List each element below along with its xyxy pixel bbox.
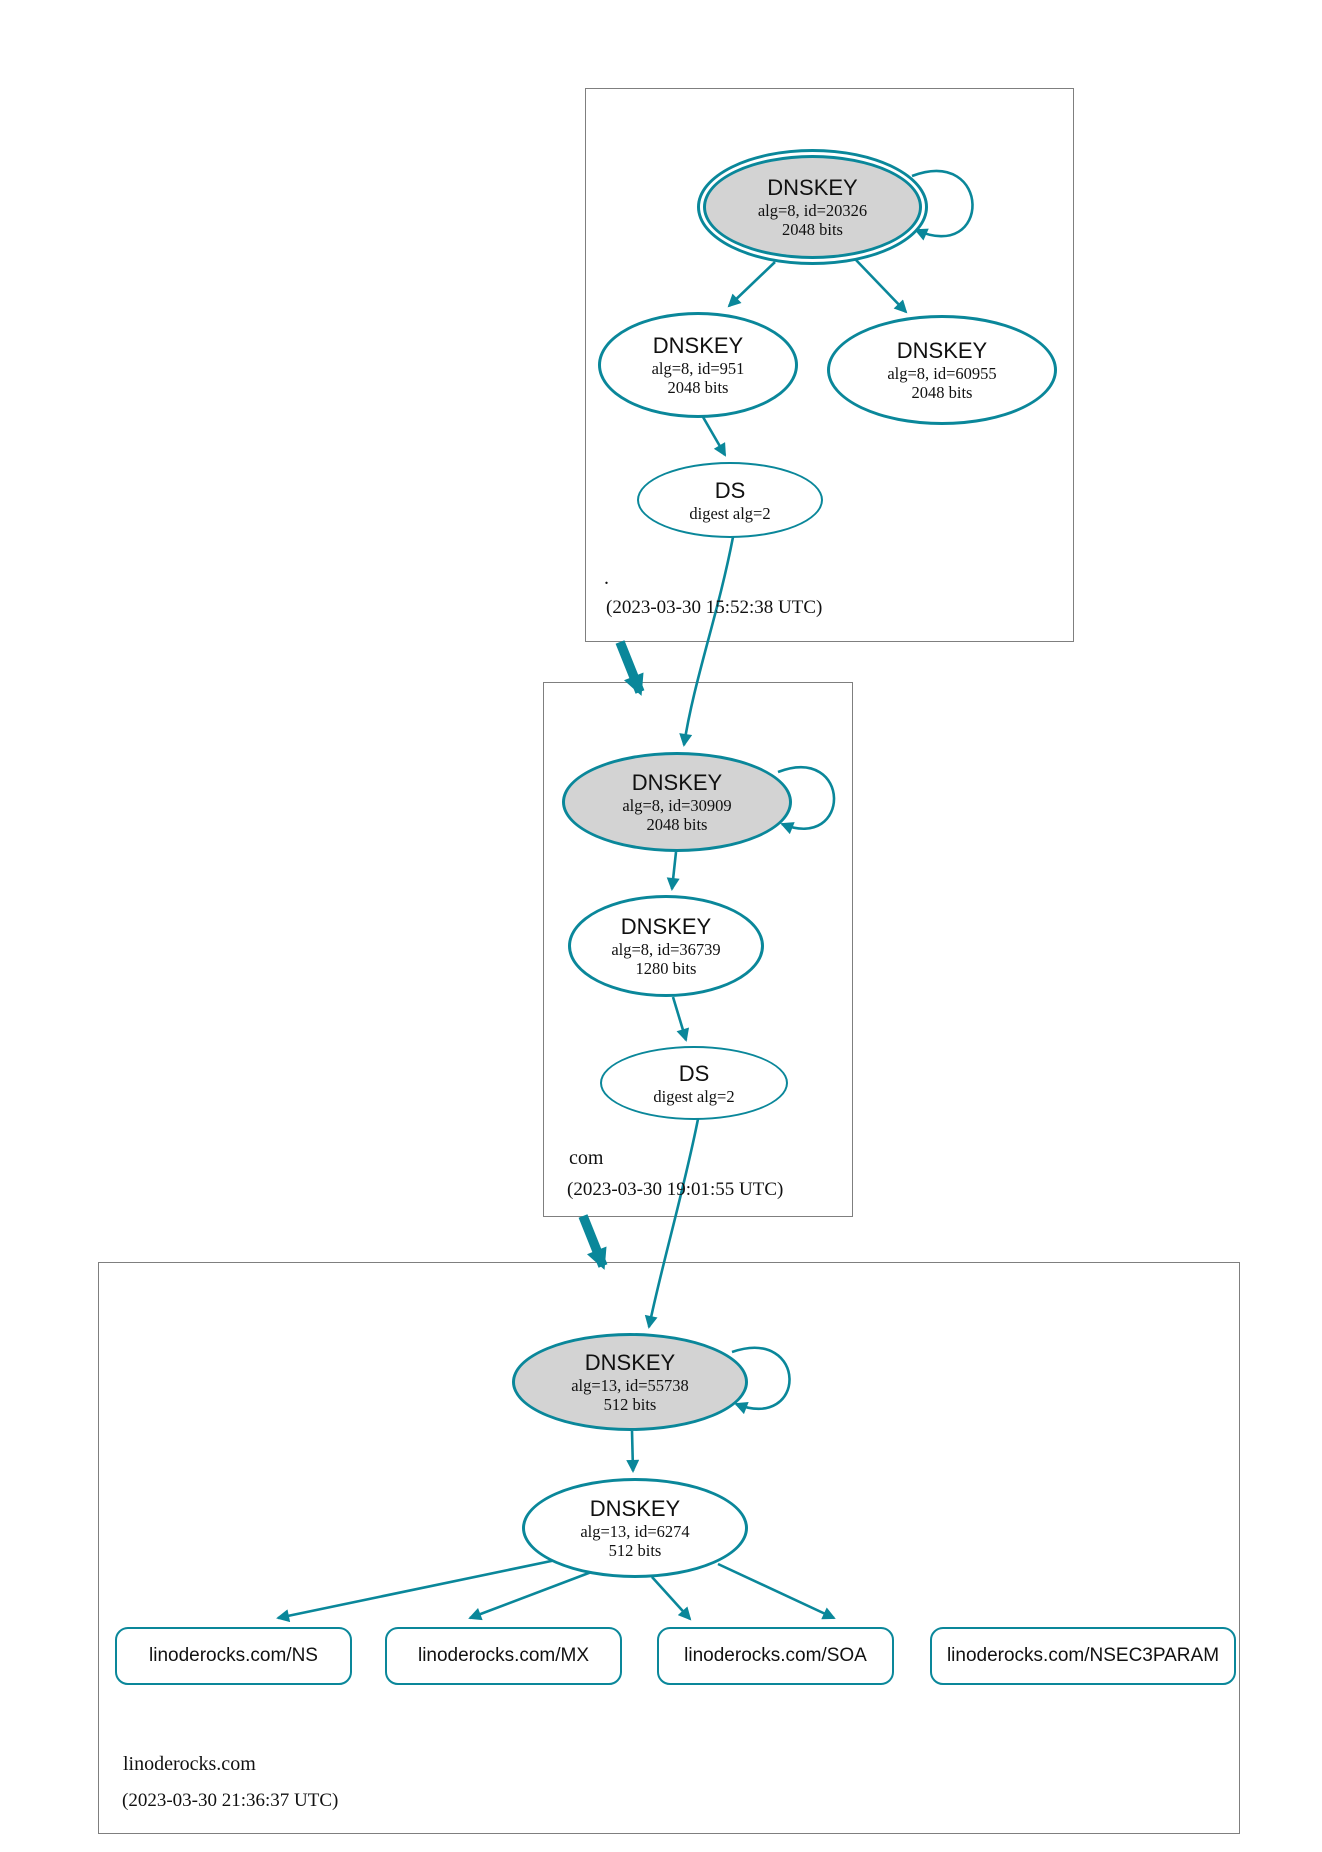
node-alg-id: alg=8, id=36739 xyxy=(611,940,721,959)
zone-transfer-arrow-com-lino xyxy=(578,1214,608,1270)
rrset-linoderocks-soa[interactable]: linoderocks.com/SOA xyxy=(657,1627,894,1685)
ds-node-com[interactable]: DS digest alg=2 xyxy=(600,1046,788,1120)
rrset-label: linoderocks.com/NSEC3PARAM xyxy=(946,1645,1220,1666)
edge-lino-zsk-soa xyxy=(651,1576,692,1621)
node-type-label: DNSKEY xyxy=(896,338,988,363)
rrset-label: linoderocks.com/SOA xyxy=(684,1645,867,1666)
zone-label-com: com xyxy=(569,1147,604,1169)
edge-com-zsk-ds xyxy=(671,996,690,1042)
edge-com-ksk-zsk xyxy=(666,851,680,891)
rrset-linoderocks-ns[interactable]: linoderocks.com/NS xyxy=(115,1627,352,1685)
node-alg-id: alg=8, id=60955 xyxy=(887,364,997,383)
zone-transfer-arrow-root-com xyxy=(615,640,645,696)
node-alg-id: alg=8, id=951 xyxy=(651,359,745,378)
node-bits: 2048 bits xyxy=(782,220,843,239)
dnskey-node-com-ksk[interactable]: DNSKEY alg=8, id=30909 2048 bits xyxy=(562,752,792,852)
zone-timestamp-com: (2023-03-30 19:01:55 UTC) xyxy=(567,1179,784,1200)
zone-box-linoderocks xyxy=(98,1262,1240,1834)
ds-node-root[interactable]: DS digest alg=2 xyxy=(637,462,823,538)
edge-lino-zsk-nsec3param xyxy=(717,1562,836,1620)
edge-root-ds-com-ksk xyxy=(679,536,735,747)
node-type-label: DNSKEY xyxy=(767,175,858,200)
node-alg-id: alg=8, id=30909 xyxy=(622,796,732,815)
rrset-linoderocks-mx[interactable]: linoderocks.com/MX xyxy=(385,1627,622,1685)
node-type-label: DS xyxy=(714,477,746,503)
zone-label-root: . xyxy=(604,567,609,589)
node-bits: 2048 bits xyxy=(911,383,973,402)
dnskey-node-lino-ksk[interactable]: DNSKEY alg=13, id=55738 512 bits xyxy=(512,1333,748,1431)
node-type-label: DS xyxy=(678,1060,710,1086)
dnskey-node-root-ksk[interactable]: DNSKEY alg=8, id=20326 2048 bits xyxy=(697,149,928,265)
node-bits: 1280 bits xyxy=(635,959,697,978)
node-type-label: DNSKEY xyxy=(584,1350,676,1375)
self-loop-com-ksk xyxy=(777,766,836,835)
edge-lino-ksk-zsk xyxy=(626,1430,640,1473)
dnskey-node-lino-zsk[interactable]: DNSKEY alg=13, id=6274 512 bits xyxy=(522,1478,748,1578)
rrset-label: linoderocks.com/MX xyxy=(417,1645,590,1666)
dnskey-node-com-zsk[interactable]: DNSKEY alg=8, id=36739 1280 bits xyxy=(568,895,764,997)
node-alg-id: alg=8, id=20326 xyxy=(757,201,868,220)
self-loop-lino-ksk xyxy=(731,1346,791,1415)
zone-label-linoderocks: linoderocks.com xyxy=(123,1753,256,1775)
edge-com-ds-lino-ksk xyxy=(644,1118,700,1329)
dnskey-node-root-zsk1[interactable]: DNSKEY alg=8, id=951 2048 bits xyxy=(598,312,798,418)
edge-root-zsk1-ds xyxy=(701,416,727,457)
zone-box-root xyxy=(585,88,1074,642)
node-type-label: DNSKEY xyxy=(631,770,723,795)
rrset-linoderocks-nsec3param[interactable]: linoderocks.com/NSEC3PARAM xyxy=(930,1627,1236,1685)
edge-root-ksk-zsk2 xyxy=(855,259,908,314)
node-digest-alg: digest alg=2 xyxy=(653,1086,735,1106)
node-alg-id: alg=13, id=6274 xyxy=(580,1522,690,1541)
self-loop-root-ksk xyxy=(911,169,974,241)
dnskey-node-root-zsk2[interactable]: DNSKEY alg=8, id=60955 2048 bits xyxy=(827,315,1057,425)
edge-lino-zsk-mx xyxy=(468,1569,595,1621)
edge-lino-zsk-ns xyxy=(276,1558,557,1623)
edge-root-ksk-zsk1 xyxy=(727,261,776,308)
node-type-label: DNSKEY xyxy=(652,333,744,358)
node-bits: 512 bits xyxy=(608,1541,662,1560)
dnskey-node-root-ksk-inner: DNSKEY alg=8, id=20326 2048 bits xyxy=(703,155,922,259)
node-bits: 2048 bits xyxy=(646,815,708,834)
node-alg-id: alg=13, id=55738 xyxy=(571,1376,689,1395)
rrset-label: linoderocks.com/NS xyxy=(149,1645,318,1666)
node-type-label: DNSKEY xyxy=(589,1496,681,1521)
zone-timestamp-linoderocks: (2023-03-30 21:36:37 UTC) xyxy=(122,1790,339,1811)
node-type-label: DNSKEY xyxy=(620,914,712,939)
node-bits: 2048 bits xyxy=(667,378,729,397)
node-bits: 512 bits xyxy=(603,1395,657,1414)
node-digest-alg: digest alg=2 xyxy=(689,503,771,523)
zone-timestamp-root: (2023-03-30 15:52:38 UTC) xyxy=(606,597,823,618)
